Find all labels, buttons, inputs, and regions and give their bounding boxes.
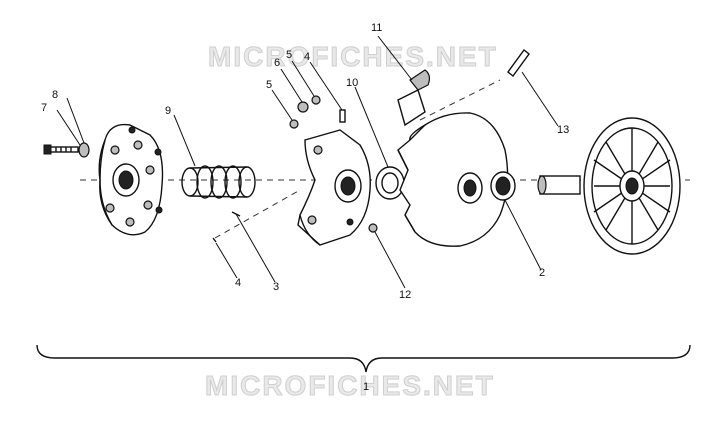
leader-lines (56, 35, 559, 289)
part-fixed-sheave (537, 117, 681, 255)
part-spring (181, 165, 256, 199)
callout-1: 1 (363, 381, 369, 393)
callout-6: 6 (274, 57, 280, 69)
watermark-bottom: MICROFICHES.NET (205, 370, 495, 401)
callout-3: 3 (273, 281, 279, 293)
callout-8: 8 (52, 89, 58, 101)
callout-10: 10 (346, 77, 358, 89)
callout-7: 7 (41, 102, 47, 114)
assembly-brace (36, 344, 691, 373)
part-nut (78, 142, 90, 158)
part-spider (297, 129, 371, 246)
callout-13: 13 (557, 124, 569, 136)
part-weight-arm (397, 69, 431, 127)
callout-4-upper: 4 (304, 51, 310, 63)
callout-2: 2 (539, 267, 545, 279)
part-cover (98, 123, 164, 236)
spring-axis-line (214, 189, 301, 239)
callout-11: 11 (371, 22, 382, 34)
pin-axis-line (419, 79, 501, 121)
callout-12: 12 (399, 289, 411, 301)
part-small-nut (368, 223, 378, 233)
callout-9: 9 (165, 105, 171, 117)
watermark-top: MICROFICHES.NET (208, 41, 498, 72)
part-roller-pin (507, 48, 530, 78)
callout-5-upper: 5 (286, 49, 292, 61)
callout-5-lower: 5 (266, 79, 272, 91)
callout-4-lower: 4 (235, 277, 241, 289)
part-bolt (43, 144, 79, 155)
part-bushing (375, 166, 405, 200)
part-small-pin-lower (212, 237, 217, 243)
part-movable-sheave (397, 112, 516, 247)
part-roller-set (289, 95, 346, 129)
